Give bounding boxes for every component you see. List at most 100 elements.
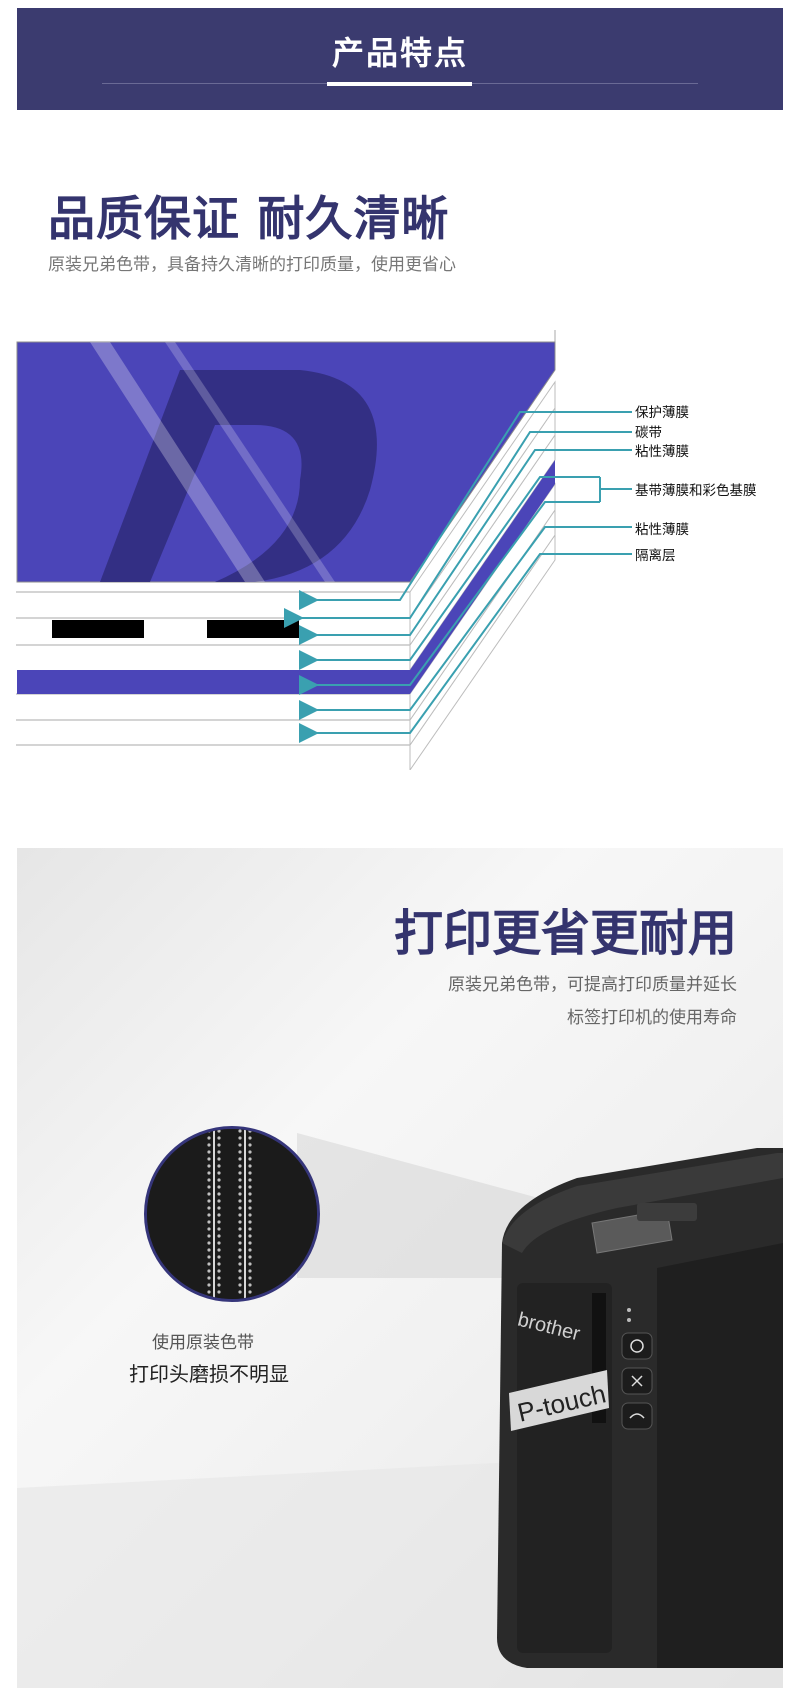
printhead-dot (238, 1213, 242, 1217)
printhead-dot (248, 1143, 252, 1147)
printhead-dot (217, 1227, 221, 1231)
printhead-dot (217, 1164, 221, 1168)
printhead-dot (238, 1150, 242, 1154)
printhead-dot (248, 1206, 252, 1210)
printhead-dot (207, 1136, 211, 1140)
layer-label-adhesive-film-1: 粘性薄膜 (635, 444, 689, 460)
printhead-dot (248, 1150, 252, 1154)
printhead-dot (217, 1150, 221, 1154)
printhead-dot (217, 1213, 221, 1217)
printhead-dot (248, 1276, 252, 1280)
printhead-dot (248, 1241, 252, 1245)
printhead-dot (217, 1255, 221, 1259)
printhead-dot (238, 1206, 242, 1210)
printhead-dot (248, 1185, 252, 1189)
printhead-dot (238, 1255, 242, 1259)
printhead-dot (207, 1234, 211, 1238)
printhead-dot (238, 1234, 242, 1238)
printhead-dot (217, 1290, 221, 1294)
durability-subtitle-line1: 原装兄弟色带，可提高打印质量并延长 (448, 975, 737, 995)
printhead-dot (248, 1199, 252, 1203)
printhead-dot (207, 1255, 211, 1259)
printhead-dot (248, 1171, 252, 1175)
printhead-dot (248, 1248, 252, 1252)
printhead-dot (217, 1248, 221, 1252)
printer-illustration (17, 1133, 783, 1688)
banner-title: 产品特点 (331, 34, 468, 72)
printhead-dot (248, 1290, 252, 1294)
printhead-dot (217, 1192, 221, 1196)
printhead-dot (248, 1192, 252, 1196)
printhead-dot (207, 1213, 211, 1217)
layer-label-release-liner: 隔离层 (635, 548, 676, 564)
printhead-dot (238, 1227, 242, 1231)
printhead-dot (248, 1129, 252, 1133)
printhead-dot (217, 1206, 221, 1210)
printhead-dot (217, 1241, 221, 1245)
printhead-zoom-circle (144, 1126, 320, 1302)
printhead-dot (238, 1248, 242, 1252)
printhead-dot (217, 1220, 221, 1224)
printhead-caption-large: 打印头磨损不明显 (129, 1362, 289, 1386)
printhead-dot (217, 1283, 221, 1287)
printhead-dot (207, 1192, 211, 1196)
printhead-dot (207, 1276, 211, 1280)
printhead-dot (217, 1199, 221, 1203)
printhead-dot (217, 1171, 221, 1175)
durability-subtitle-line2: 标签打印机的使用寿命 (567, 1008, 737, 1028)
printhead-dot (238, 1220, 242, 1224)
printhead-dot (207, 1129, 211, 1133)
printhead-dot (248, 1255, 252, 1259)
printhead-dot (248, 1220, 252, 1224)
printhead-dot (248, 1227, 252, 1231)
printhead-dot (238, 1283, 242, 1287)
printhead-dot (207, 1290, 211, 1294)
printhead-dot (248, 1136, 252, 1140)
printhead-dot (238, 1241, 242, 1245)
quality-title: 品质保证 耐久清晰 (48, 192, 450, 247)
printhead-closeup (147, 1129, 317, 1299)
layer-label-base-film: 基带薄膜和彩色基膜 (635, 483, 757, 499)
layer-label-ribbon: 碳带 (635, 425, 662, 441)
printhead-dot (207, 1206, 211, 1210)
printhead-dot (207, 1157, 211, 1161)
printhead-dot (248, 1164, 252, 1168)
printhead-dot (217, 1234, 221, 1238)
printhead-dot (207, 1227, 211, 1231)
printhead-dot (207, 1199, 211, 1203)
durability-section: 打印更省更耐用 原装兄弟色带，可提高打印质量并延长 标签打印机的使用寿命 使用原… (17, 848, 783, 1688)
layer-label-adhesive-film-2: 粘性薄膜 (635, 522, 689, 538)
printhead-dot (217, 1262, 221, 1266)
printhead-dot (238, 1269, 242, 1273)
printhead-dot (238, 1185, 242, 1189)
printhead-dot (248, 1213, 252, 1217)
printhead-dot (207, 1220, 211, 1224)
durability-title: 打印更省更耐用 (393, 905, 737, 962)
printhead-dot (207, 1241, 211, 1245)
printhead-dot (238, 1262, 242, 1266)
printhead-dot (217, 1143, 221, 1147)
printhead-dot (207, 1178, 211, 1182)
printhead-dot (248, 1234, 252, 1238)
printhead-dot (248, 1283, 252, 1287)
printhead-dot (217, 1185, 221, 1189)
printhead-dot (238, 1136, 242, 1140)
printhead-dot (238, 1157, 242, 1161)
printhead-dot (238, 1164, 242, 1168)
printhead-dot (248, 1262, 252, 1266)
printhead-dot (207, 1185, 211, 1189)
printhead-dot (217, 1276, 221, 1280)
printhead-dot (207, 1269, 211, 1273)
printhead-dot (207, 1248, 211, 1252)
printhead-dot (217, 1129, 221, 1133)
layer-label-protective-film: 保护薄膜 (635, 405, 689, 421)
printhead-dot (217, 1136, 221, 1140)
printhead-dot (238, 1290, 242, 1294)
printhead-caption-small: 使用原装色带 (152, 1333, 254, 1353)
printhead-dot (238, 1199, 242, 1203)
printhead-dot (207, 1143, 211, 1147)
printhead-dot (238, 1143, 242, 1147)
printhead-dot (217, 1269, 221, 1273)
printhead-dot (238, 1178, 242, 1182)
printhead-dot (248, 1157, 252, 1161)
